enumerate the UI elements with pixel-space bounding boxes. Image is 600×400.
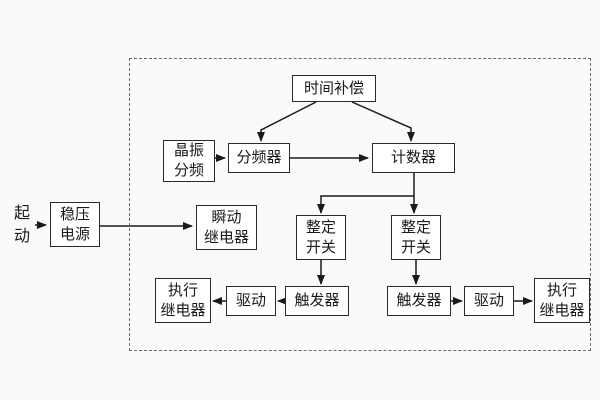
node-setting-switch-right: 整定 开关 bbox=[391, 215, 441, 260]
node-time-compensation: 时间补偿 bbox=[292, 75, 376, 102]
node-instant-relay: 瞬动 继电器 bbox=[196, 205, 257, 250]
relay-internal-boundary bbox=[129, 58, 591, 351]
node-trigger-right: 触发器 bbox=[387, 286, 451, 316]
node-exec-relay-left: 执行 继电器 bbox=[155, 278, 211, 323]
node-drive-right: 驱动 bbox=[464, 286, 514, 316]
node-power-supply: 稳压 电源 bbox=[50, 202, 100, 247]
node-exec-relay-right: 执行 继电器 bbox=[534, 278, 590, 323]
node-frequency-divider: 分频器 bbox=[228, 143, 290, 173]
node-trigger-left: 触发器 bbox=[285, 286, 349, 316]
start-label: 起 动 bbox=[13, 204, 30, 245]
node-drive-left: 驱动 bbox=[226, 286, 276, 316]
node-setting-switch-left: 整定 开关 bbox=[296, 215, 346, 260]
node-counter: 计数器 bbox=[372, 143, 455, 173]
node-crystal-divider: 晶振 分频 bbox=[163, 140, 215, 182]
